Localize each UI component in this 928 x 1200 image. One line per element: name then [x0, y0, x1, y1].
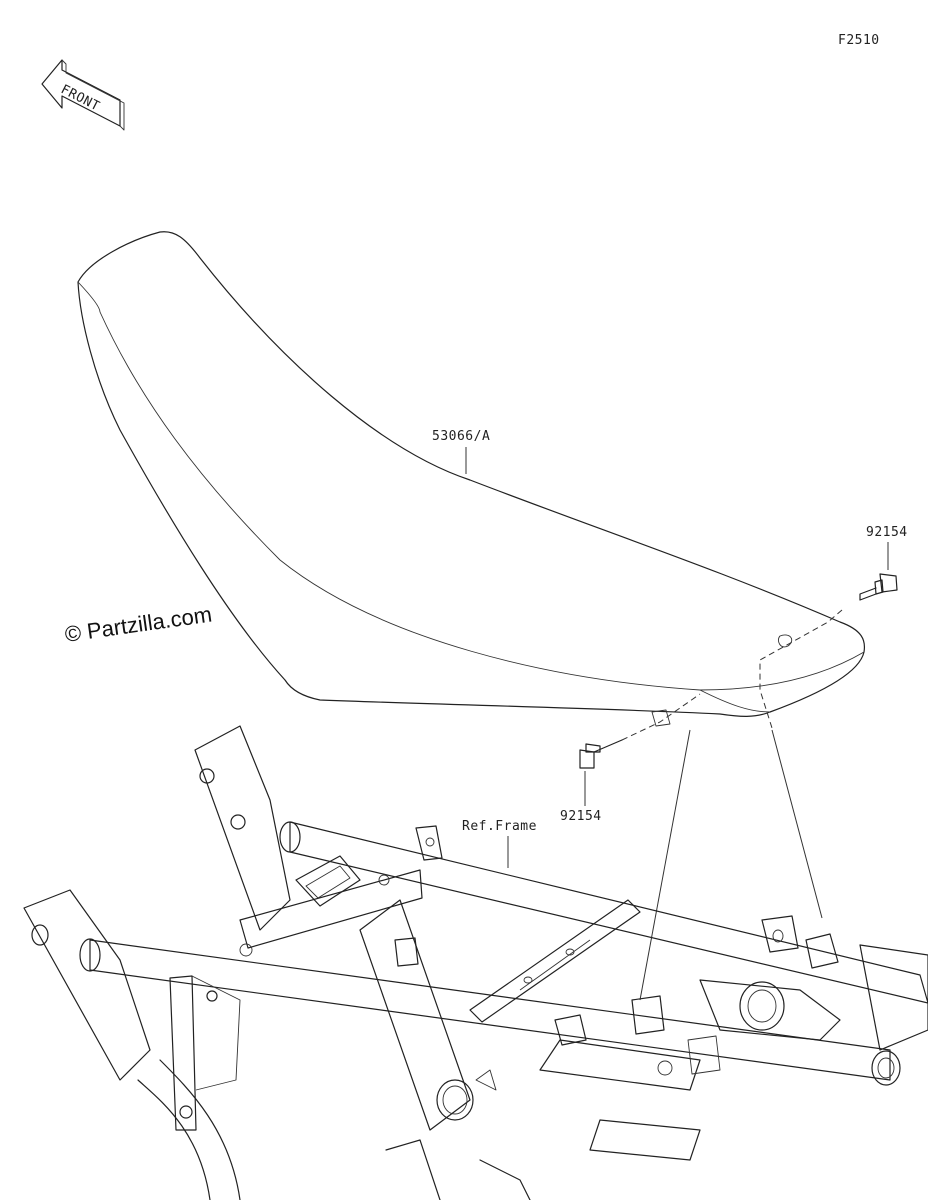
bolt-left-part-label: 92154 [560, 809, 602, 824]
bolt-right-dashed-guide [759, 609, 843, 729]
bolt-left-dashed-guide [621, 693, 701, 741]
frame [23, 725, 928, 1200]
frame-reference-label: Ref.Frame [462, 819, 537, 834]
bolt-right-icon [859, 573, 898, 601]
seat-to-frame-guide-front [639, 729, 691, 1001]
seat-to-frame-guide-rear [771, 729, 823, 919]
seat-rear-mount [777, 634, 793, 648]
bolt-right-part-label: 92154 [866, 525, 908, 540]
seat-part-label: 53066/A [432, 429, 490, 444]
watermark: © Partzilla.com [63, 602, 213, 647]
front-arrow-icon: FRONT [41, 59, 125, 131]
seat [77, 231, 866, 717]
bolt-left-icon [579, 739, 623, 769]
figure-code: F2510 [838, 33, 880, 48]
seat-front-mount [651, 709, 671, 727]
